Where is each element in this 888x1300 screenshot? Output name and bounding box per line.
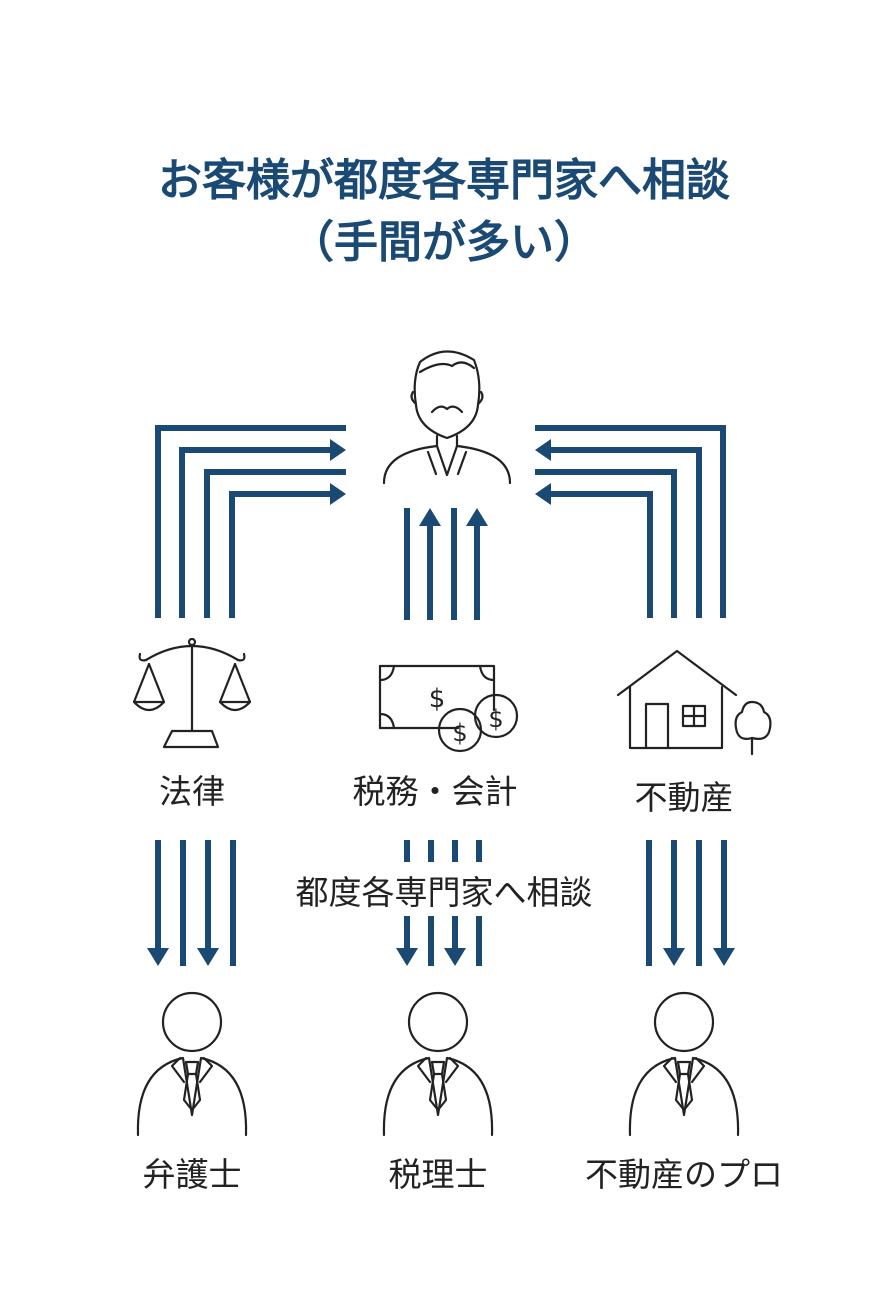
diagram-title: お客様が都度各専門家へ相談 （手間が多い） [0,150,888,274]
arrows-to-tax-accountant [396,840,482,966]
svg-text:$: $ [429,684,446,714]
scales-icon [132,637,252,749]
arrows-to-lawyer [147,840,236,966]
money-icon: $ $ $ [378,664,519,753]
tax-accountant-icon [382,991,494,1137]
expert-label-tax-accountant: 税理士 [388,1155,488,1194]
arrows-from-law [155,425,346,618]
category-label-law: 法律 [159,772,225,811]
svg-text:$: $ [452,719,467,747]
client-person-icon [382,350,512,485]
svg-text:$: $ [488,705,503,733]
title-line-2: （手間が多い） [290,217,598,268]
title-line-1: お客様が都度各専門家へ相談 [158,155,730,206]
arrows-to-realestate-pro [646,840,735,966]
lawyer-icon [136,991,248,1137]
expert-label-realestate-pro: 不動産のプロ [585,1155,783,1194]
category-label-tax: 税務・会計 [352,772,518,811]
realestate-pro-icon [628,991,740,1137]
arrows-from-realestate [535,425,726,618]
category-label-realestate: 不動産 [634,778,734,817]
house-icon [616,649,772,756]
arrows-from-tax [404,508,488,620]
center-label: 都度各専門家へ相談 [244,873,644,913]
expert-label-lawyer: 弁護士 [142,1155,242,1194]
